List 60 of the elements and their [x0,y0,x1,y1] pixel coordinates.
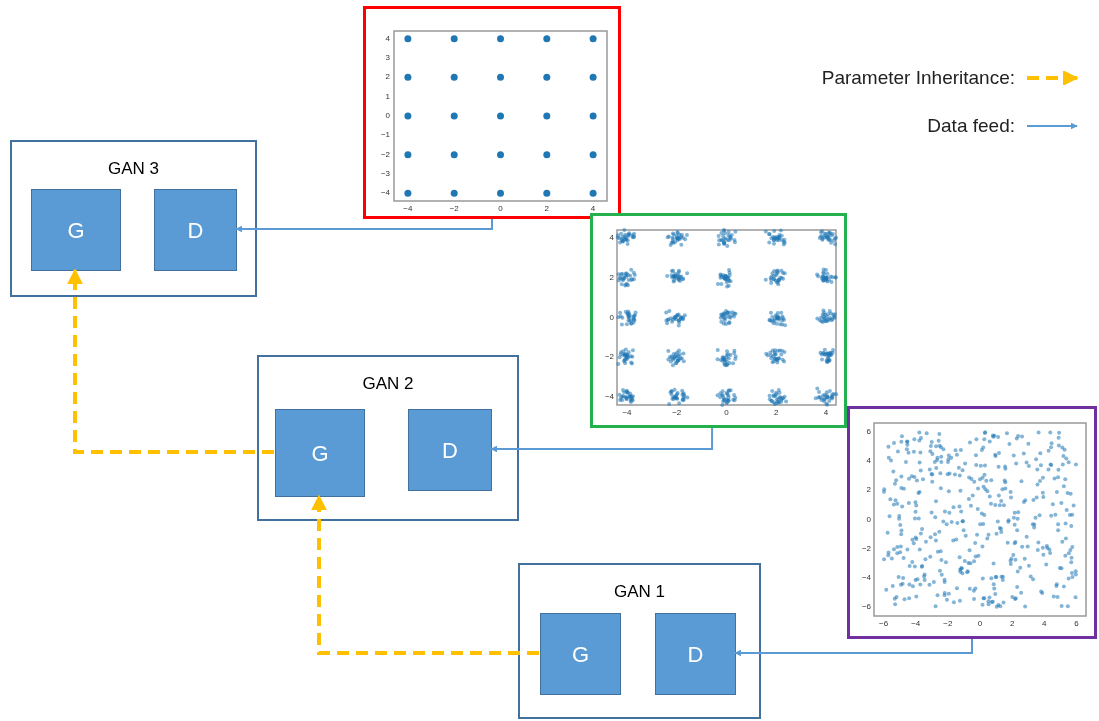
network-block: D [408,409,492,491]
tick-label: −2 [449,205,459,213]
tick-label: −4 [380,189,390,198]
legend-label: Data feed: [927,114,1015,138]
tick-label: 2 [1009,620,1015,628]
tick-label: 0 [609,313,614,322]
network-block: G [275,409,365,497]
network-block: G [31,189,121,271]
tick-label: −4 [911,620,921,628]
scatter-chart-panel [363,6,621,219]
tick-label: −2 [861,544,871,553]
tick-label: −2 [943,620,953,628]
tick-label: 4 [866,457,871,465]
tick-label: −2 [672,409,682,417]
tick-label: 2 [385,73,390,82]
network-block: D [154,189,237,271]
tick-label: 6 [1074,620,1079,628]
tick-label: −3 [380,169,390,178]
tick-label: 3 [385,54,390,63]
tick-label: 4 [609,233,614,242]
tick-label: 4 [1042,620,1047,628]
scatter-chart-panel [847,406,1097,639]
tick-label: −4 [861,574,871,582]
gan-title: GAN 1 [613,581,666,603]
tick-label: 0 [866,515,871,524]
tick-label: 4 [823,409,829,417]
tick-label: −2 [604,353,614,362]
tick-label: −4 [403,205,413,213]
arrow [235,218,493,233]
tick-label: 2 [544,205,549,213]
tick-label: 4 [590,205,596,213]
tick-label: 2 [609,273,614,282]
tick-label: 0 [385,112,390,120]
scatter-chart-panel [590,213,847,428]
tick-label: −4 [604,393,614,402]
tick-label: 2 [866,486,871,495]
tick-label: 0 [977,620,983,628]
tick-label: 1 [385,92,390,101]
gan-title: GAN 2 [361,373,415,395]
network-block: G [540,613,621,695]
arrow [490,427,714,453]
gan-container-box [518,563,761,719]
tick-label: −1 [380,131,390,140]
network-block: D [655,613,736,695]
tick-label: 0 [498,205,503,213]
dashed-arrow [311,494,539,655]
tick-label: −4 [622,409,632,417]
arrow [734,638,973,657]
tick-label: −2 [380,150,390,159]
tick-label: 0 [724,409,729,417]
tick-label: 6 [866,427,871,436]
tick-label: −6 [861,603,871,612]
dashed-arrow [67,268,274,454]
tick-label: 2 [774,409,779,417]
gan-container-box [257,355,519,521]
tick-label: −6 [879,620,889,628]
gan-container-box [10,140,257,297]
tick-label: 4 [385,34,390,43]
gan-title: GAN 3 [107,158,160,180]
legend-label: Parameter Inheritance: [821,66,1015,90]
